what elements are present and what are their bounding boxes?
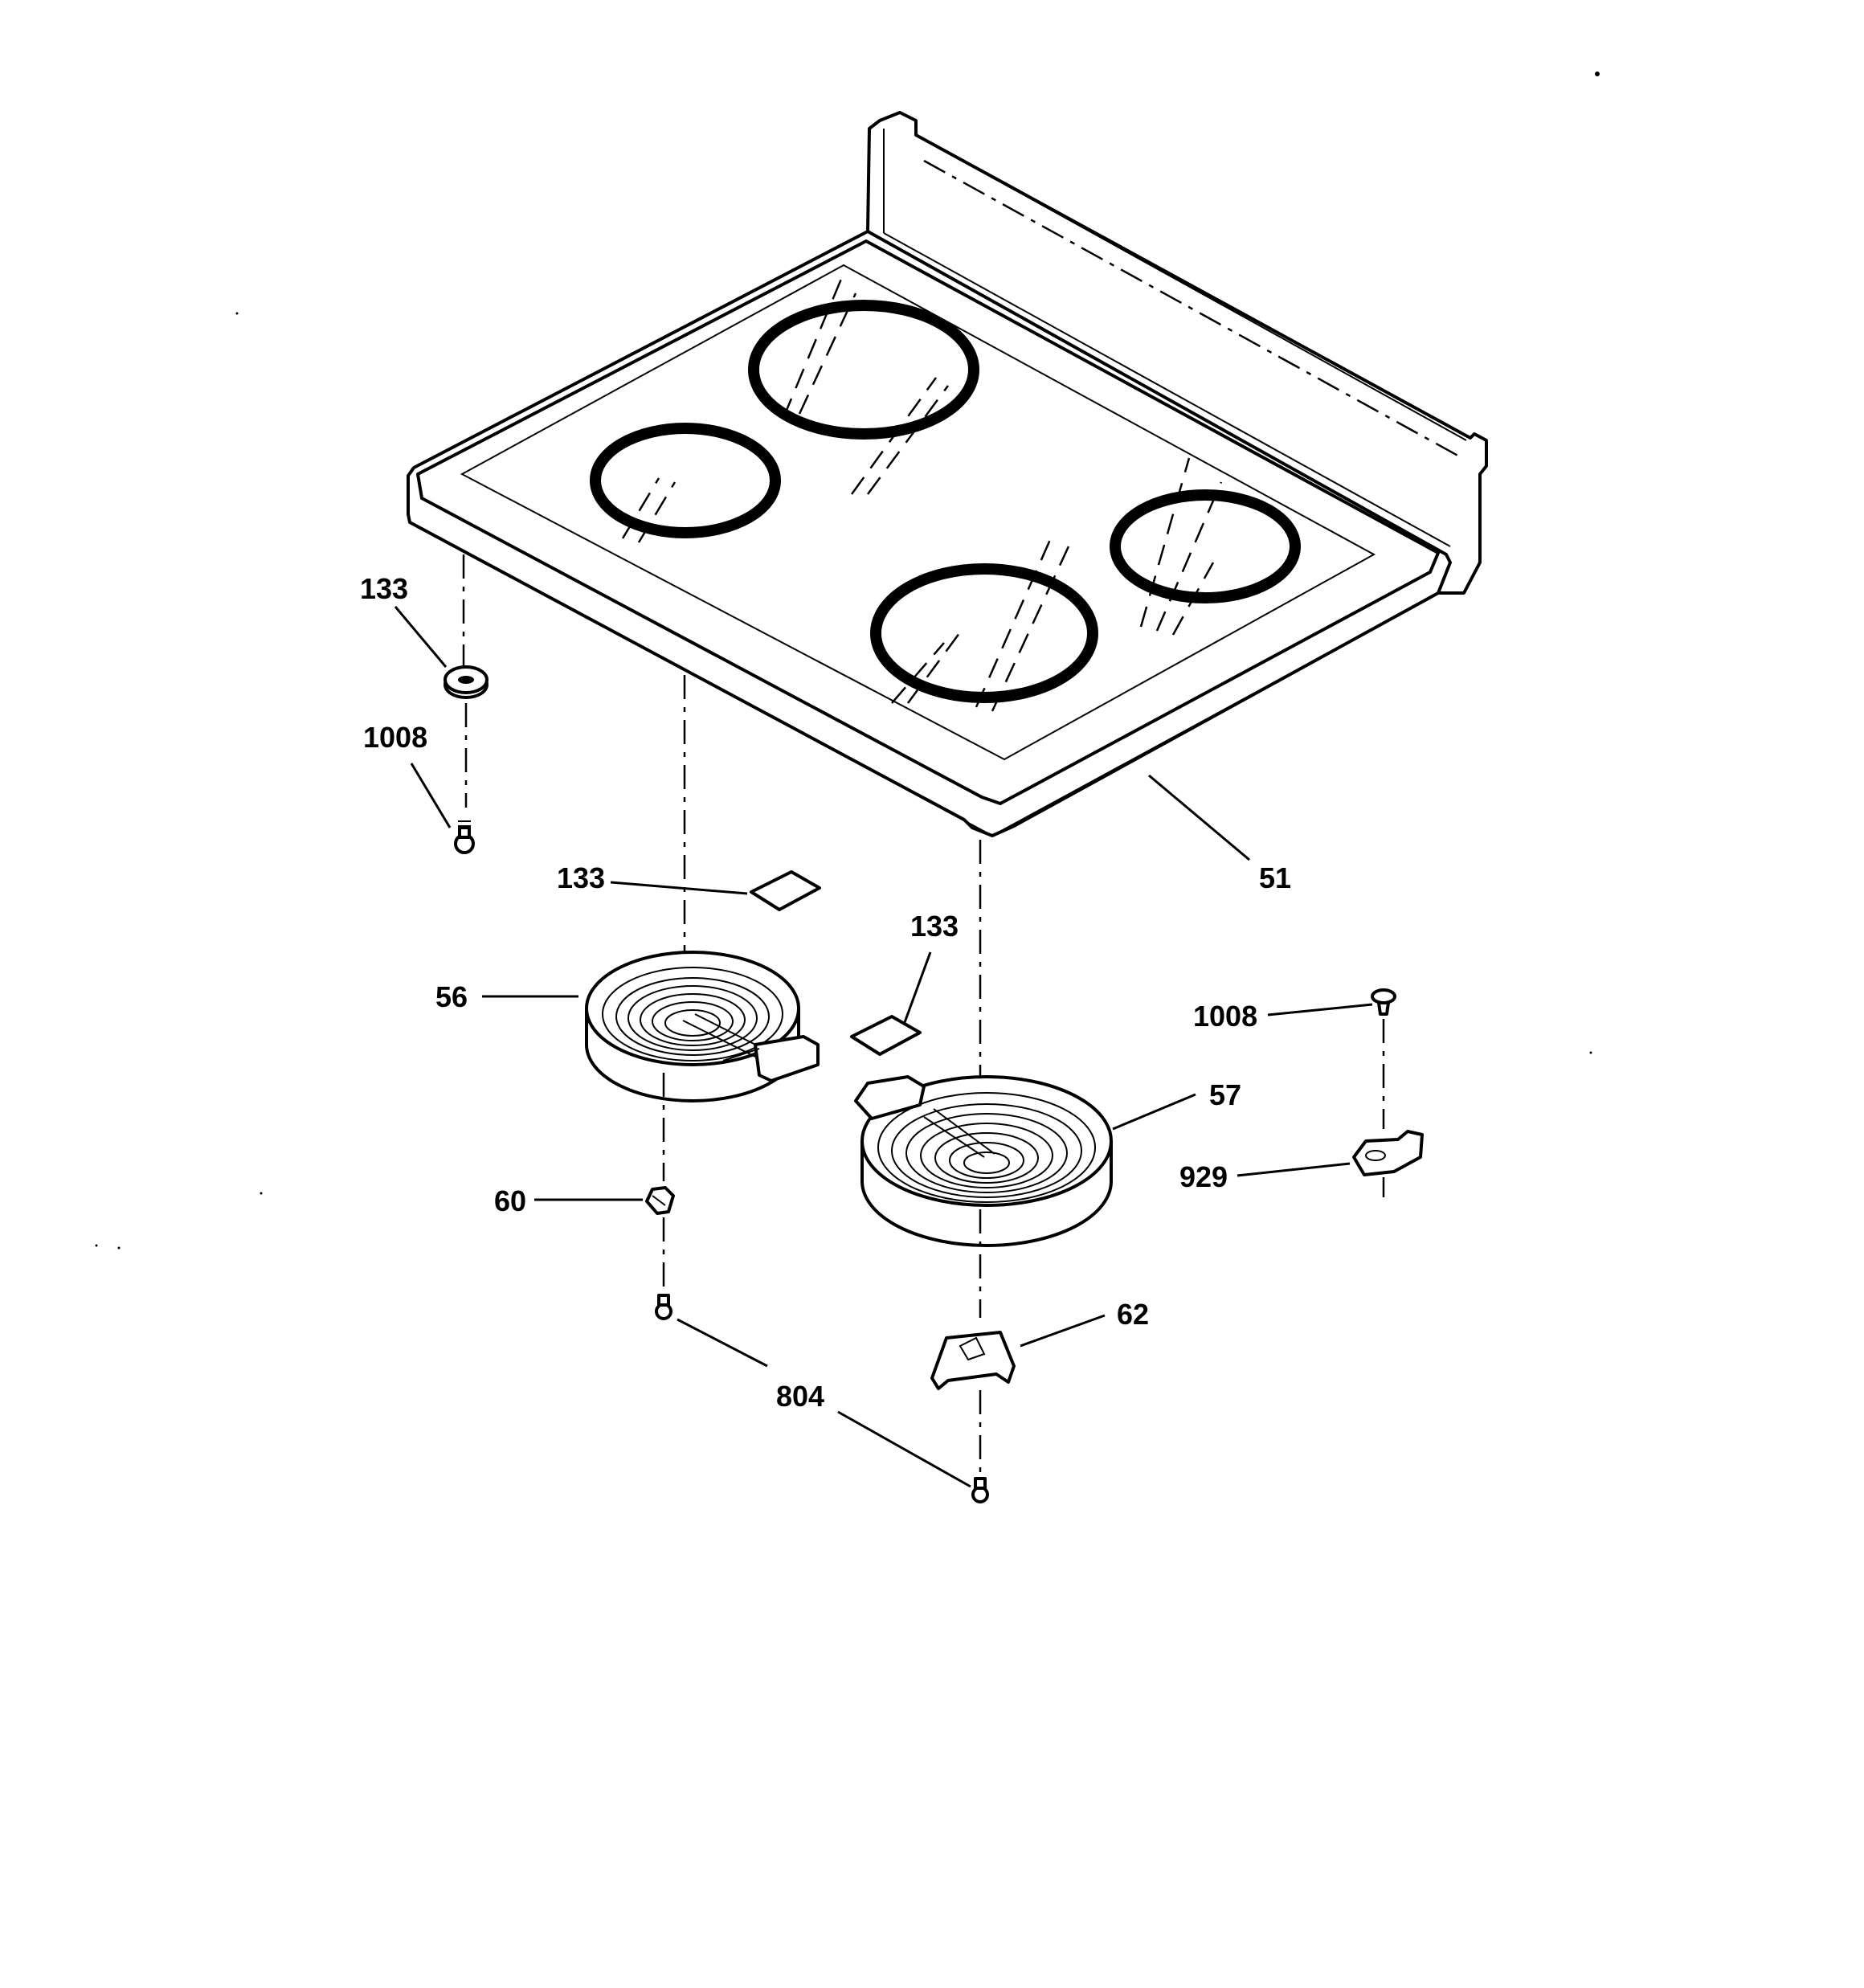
burner-ring-right-front [870, 563, 1098, 703]
callout-133-mid-left: 133 [557, 861, 605, 894]
burner-ring-left-rear [748, 300, 979, 440]
screw-804-right [971, 1477, 989, 1503]
bracket-929 [1352, 1130, 1424, 1176]
callout-804: 804 [776, 1380, 824, 1413]
bracket-62 [930, 1331, 1016, 1390]
burner-element-56 [585, 951, 820, 1102]
burner-ring-left-front [590, 423, 781, 538]
callout-60: 60 [494, 1184, 526, 1217]
burner-element-57 [854, 1075, 1113, 1247]
callout-62: 62 [1117, 1298, 1149, 1331]
spacer-133-left [444, 665, 488, 699]
pad-133-left [750, 870, 821, 911]
rear-trim [866, 111, 1488, 595]
callout-1008-right: 1008 [1193, 1000, 1257, 1033]
screw-804-left [655, 1294, 672, 1320]
callout-51: 51 [1259, 861, 1291, 894]
cooktop-glass-assembly [407, 111, 1488, 1157]
clip-60 [645, 1186, 675, 1215]
callout-929: 929 [1179, 1160, 1228, 1193]
glass-top [416, 239, 1440, 805]
screw-1008-left [454, 820, 475, 854]
callout-133-top: 133 [360, 572, 408, 605]
callout-56: 56 [435, 980, 468, 1013]
screw-1008-right [1371, 988, 1396, 1016]
glare-marks [621, 272, 1223, 712]
callout-133-mid-right: 133 [910, 910, 959, 943]
callout-1008-left: 1008 [363, 721, 427, 754]
callout-57: 57 [1209, 1078, 1241, 1111]
burner-ring-right-rear [1110, 489, 1301, 603]
pad-133-right [850, 1015, 922, 1056]
